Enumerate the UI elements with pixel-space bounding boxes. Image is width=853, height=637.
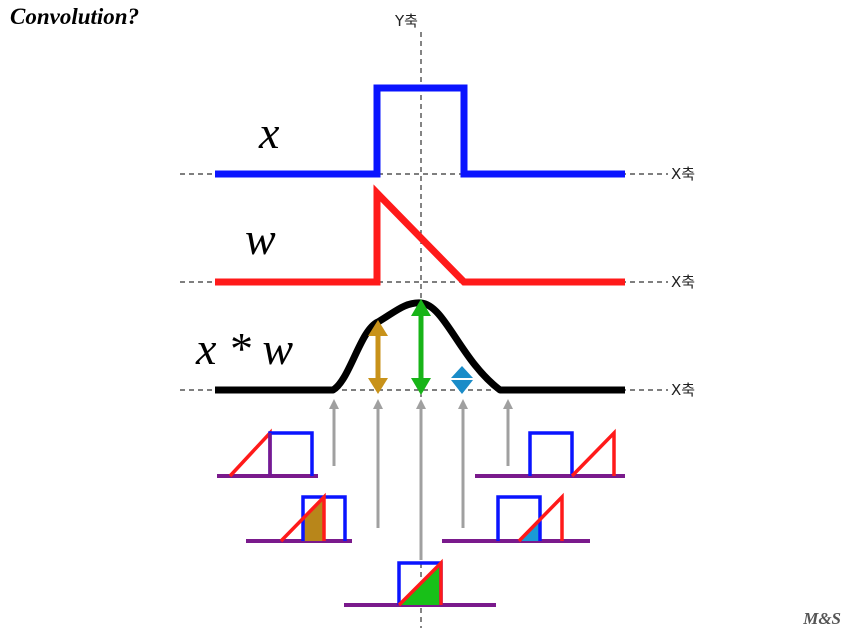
y-axis-label: Y축: [394, 12, 418, 30]
green-value-arrow: [411, 299, 431, 395]
gold-value-arrow: [368, 320, 388, 394]
convolution-signal: [215, 299, 625, 394]
mini-plot-partial-overlap-cyan: [442, 492, 590, 543]
w-function-label: w: [245, 213, 276, 264]
x-function-label: x: [258, 107, 280, 158]
x-signal: [215, 84, 625, 178]
mini-plot-full-overlap-green: [344, 558, 496, 607]
mini-plot-no-overlap-right: [475, 428, 625, 478]
x-axis-label-2: X축: [671, 273, 695, 291]
page-title: Convolution?: [10, 4, 140, 29]
w-signal: [215, 184, 625, 286]
cyan-value-arrow: [451, 366, 473, 394]
x-axis-label-1: X축: [671, 165, 695, 183]
mini-plot-partial-overlap-gold: [246, 492, 352, 543]
x-axis-label-3: X축: [671, 381, 695, 399]
credit-label: M&S: [803, 609, 841, 628]
mini-plot-no-overlap-left: [217, 428, 318, 478]
conv-function-label: x * w: [195, 323, 293, 374]
